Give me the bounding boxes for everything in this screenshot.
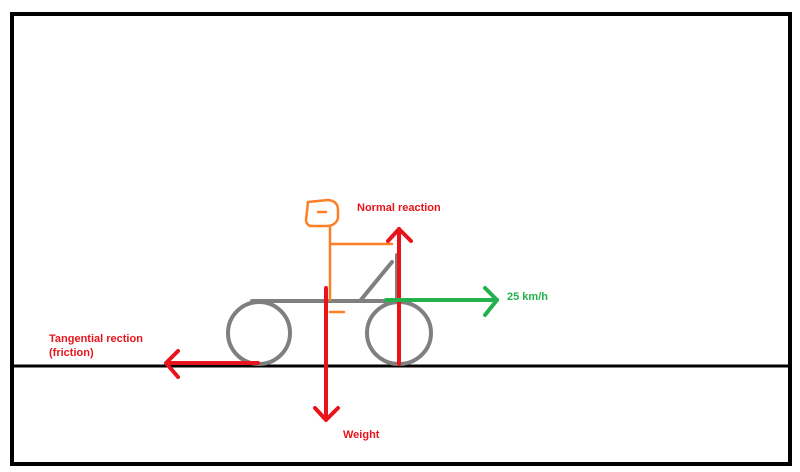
outer-frame [10,12,792,466]
force-arrows [164,227,413,422]
speed-label: 25 km/h [507,291,548,303]
weight-arrowhead [313,406,340,422]
rear-wheel [226,300,292,366]
normal-reaction-label: Normal reaction [357,202,441,214]
normal-reaction-arrowhead [386,227,413,243]
velocity-arrow-group [384,286,499,317]
weight-label: Weight [343,429,380,441]
bicycle-down-tube [358,260,394,303]
rider-head [304,198,340,228]
velocity-arrowhead [483,286,499,317]
tangential-reaction-arrowhead [164,349,180,379]
rider [304,198,394,314]
tangential-reaction-label: Tangential rection [49,333,143,345]
friction-label: (friction) [49,347,94,359]
